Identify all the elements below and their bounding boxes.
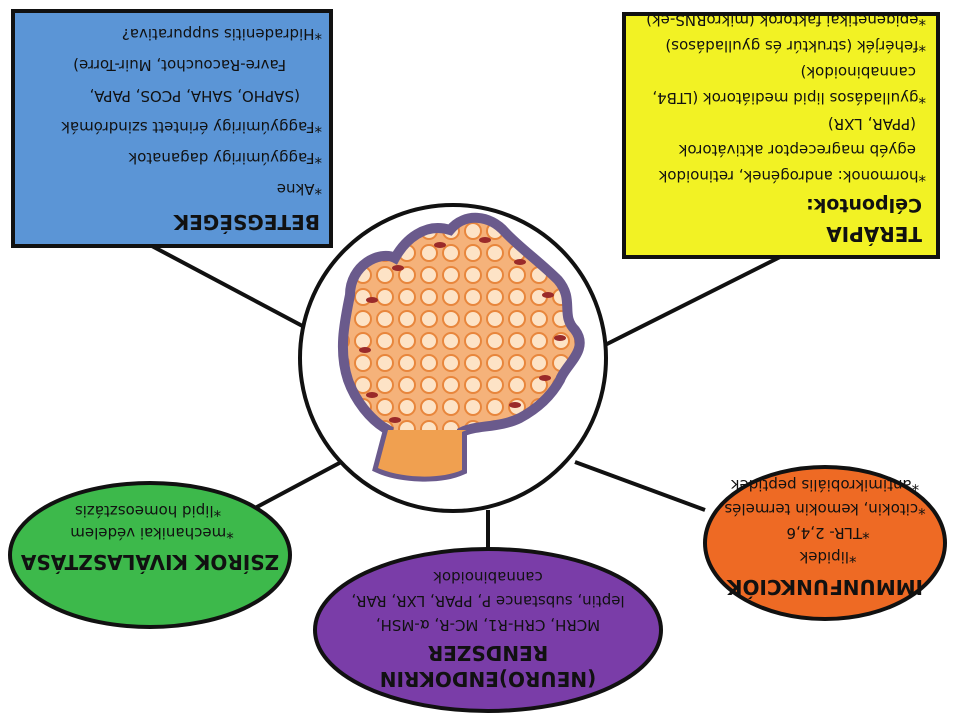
lipid-title: ZSÍROK KIVÁLASZTÁSA xyxy=(20,550,279,574)
lipid-ellipse xyxy=(8,481,292,629)
immune-line-3: *citokin, kemokin termelés xyxy=(724,500,925,518)
immune-functions: IMMUNFUNKCIÓK *lipidek *TLR- 2,4,6 *cito… xyxy=(703,465,947,621)
therapy-title: TERÁPIA xyxy=(826,222,922,246)
diseases-line-2: *Faggyúmirigy daganatok xyxy=(128,149,322,167)
lipid-secretion: ZSÍROK KIVÁLASZTÁSA *mechanikai védelem … xyxy=(8,481,292,629)
therapy-box: TERÁPIA Célpontok: *hormonok: androgének… xyxy=(622,11,940,259)
neuroendocrine-system: (NEURO)ENDOKRIN RENDSZER MCRH, CRH-R1, M… xyxy=(313,547,663,713)
gland-dark-cells xyxy=(359,237,566,423)
sebaceous-gland-icon xyxy=(337,212,585,482)
therapy-line-2: egyéb magreceptor aktivátorok xyxy=(678,141,916,159)
neuro-line-1: MCRH, CRH-R1, MC-R, α-MSH, xyxy=(376,616,600,634)
center-gland xyxy=(298,203,608,513)
diseases-box: BETEGSÉGEK *Akne *Faggyúmirigy daganatok… xyxy=(11,9,333,248)
immune-line-1: *lipidek xyxy=(799,548,856,566)
diseases-box-bg xyxy=(11,9,333,248)
diseases-line-4: (SAPHO, SAHA, PCOS, PAPA, xyxy=(89,87,300,105)
connector-immune xyxy=(574,460,706,512)
neuro-ellipse xyxy=(313,547,663,713)
therapy-line-7: *epigenetikai faktorok (mikroRNS-ek) xyxy=(646,11,926,29)
diseases-line-1: *Akne xyxy=(277,180,322,198)
connector-therapy xyxy=(604,254,783,347)
connector-lipid xyxy=(254,458,346,510)
therapy-line-3: (PPAR, LXR) xyxy=(828,115,916,133)
therapy-box-bg xyxy=(622,12,940,259)
lipid-line-2: *lipid homeosztázis xyxy=(75,502,221,520)
diseases-line-6: *Hidradenitis suppurativa? xyxy=(122,25,322,43)
therapy-line-4: *gyulladásos lipid mediátorok (LTB4, xyxy=(652,89,926,107)
connector-diseases xyxy=(149,243,311,332)
neuro-title-1: (NEURO)ENDOKRIN xyxy=(380,667,596,691)
neuro-line-3: cannabinoidok xyxy=(433,568,543,586)
therapy-subtitle: Célpontok: xyxy=(806,194,922,216)
diseases-line-3: *Faggyúmirigy érintett szindrómák xyxy=(61,118,322,136)
lipid-line-1: *mechanikai védelem xyxy=(70,524,233,542)
diseases-line-5: Favre-Racouchot, Muir-Torre) xyxy=(73,56,286,74)
immune-ellipse xyxy=(703,465,947,621)
connector-lines xyxy=(149,243,783,560)
neuro-line-2: leptin, substance P, PPAR, LXR, RAR, xyxy=(351,592,624,610)
diseases-title: BETEGSÉGEK xyxy=(172,210,320,234)
immune-line-4: *antimikrobiális peptidek xyxy=(731,476,920,494)
immune-title: IMMUNFUNKCIÓK xyxy=(725,575,923,599)
therapy-line-6: *fehérjék (struktúr és gyulladásos) xyxy=(665,37,926,55)
therapy-line-5: cannabinoidok) xyxy=(801,63,916,81)
neuro-title-2: RENDSZER xyxy=(428,641,548,665)
therapy-line-1: *hormonok: androgének, retinoidok xyxy=(658,167,926,185)
immune-line-2: *TLR- 2,4,6 xyxy=(786,524,869,542)
gland-duct xyxy=(370,430,470,477)
